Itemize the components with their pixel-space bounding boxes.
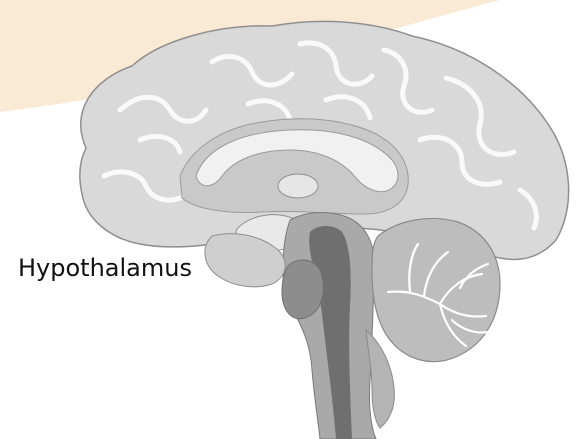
pons bbox=[282, 260, 323, 319]
thalamus bbox=[278, 174, 318, 198]
cerebellum bbox=[372, 218, 500, 361]
hypothalamus-label: Hypothalamus bbox=[18, 254, 192, 282]
